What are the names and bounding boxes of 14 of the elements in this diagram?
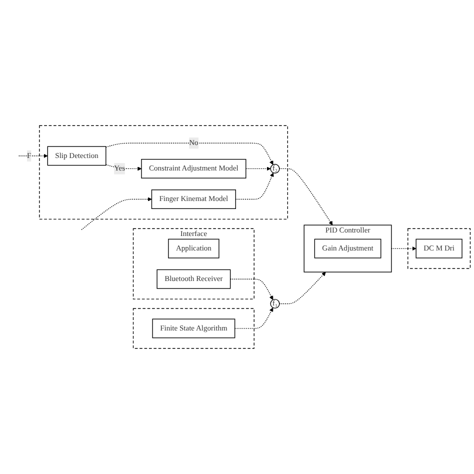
arrow bbox=[391, 246, 416, 251]
arrow bbox=[246, 166, 271, 171]
arrow bbox=[235, 172, 274, 200]
arrow bbox=[81, 197, 152, 230]
arrow bbox=[279, 168, 333, 226]
arrow bbox=[234, 308, 274, 329]
arrow bbox=[18, 154, 48, 158]
cluster bbox=[39, 125, 288, 220]
cluster bbox=[132, 308, 254, 349]
arrow bbox=[106, 142, 274, 165]
arrow bbox=[106, 164, 142, 171]
cluster bbox=[408, 228, 471, 269]
arrow bbox=[279, 272, 326, 304]
arrow bbox=[230, 278, 274, 300]
